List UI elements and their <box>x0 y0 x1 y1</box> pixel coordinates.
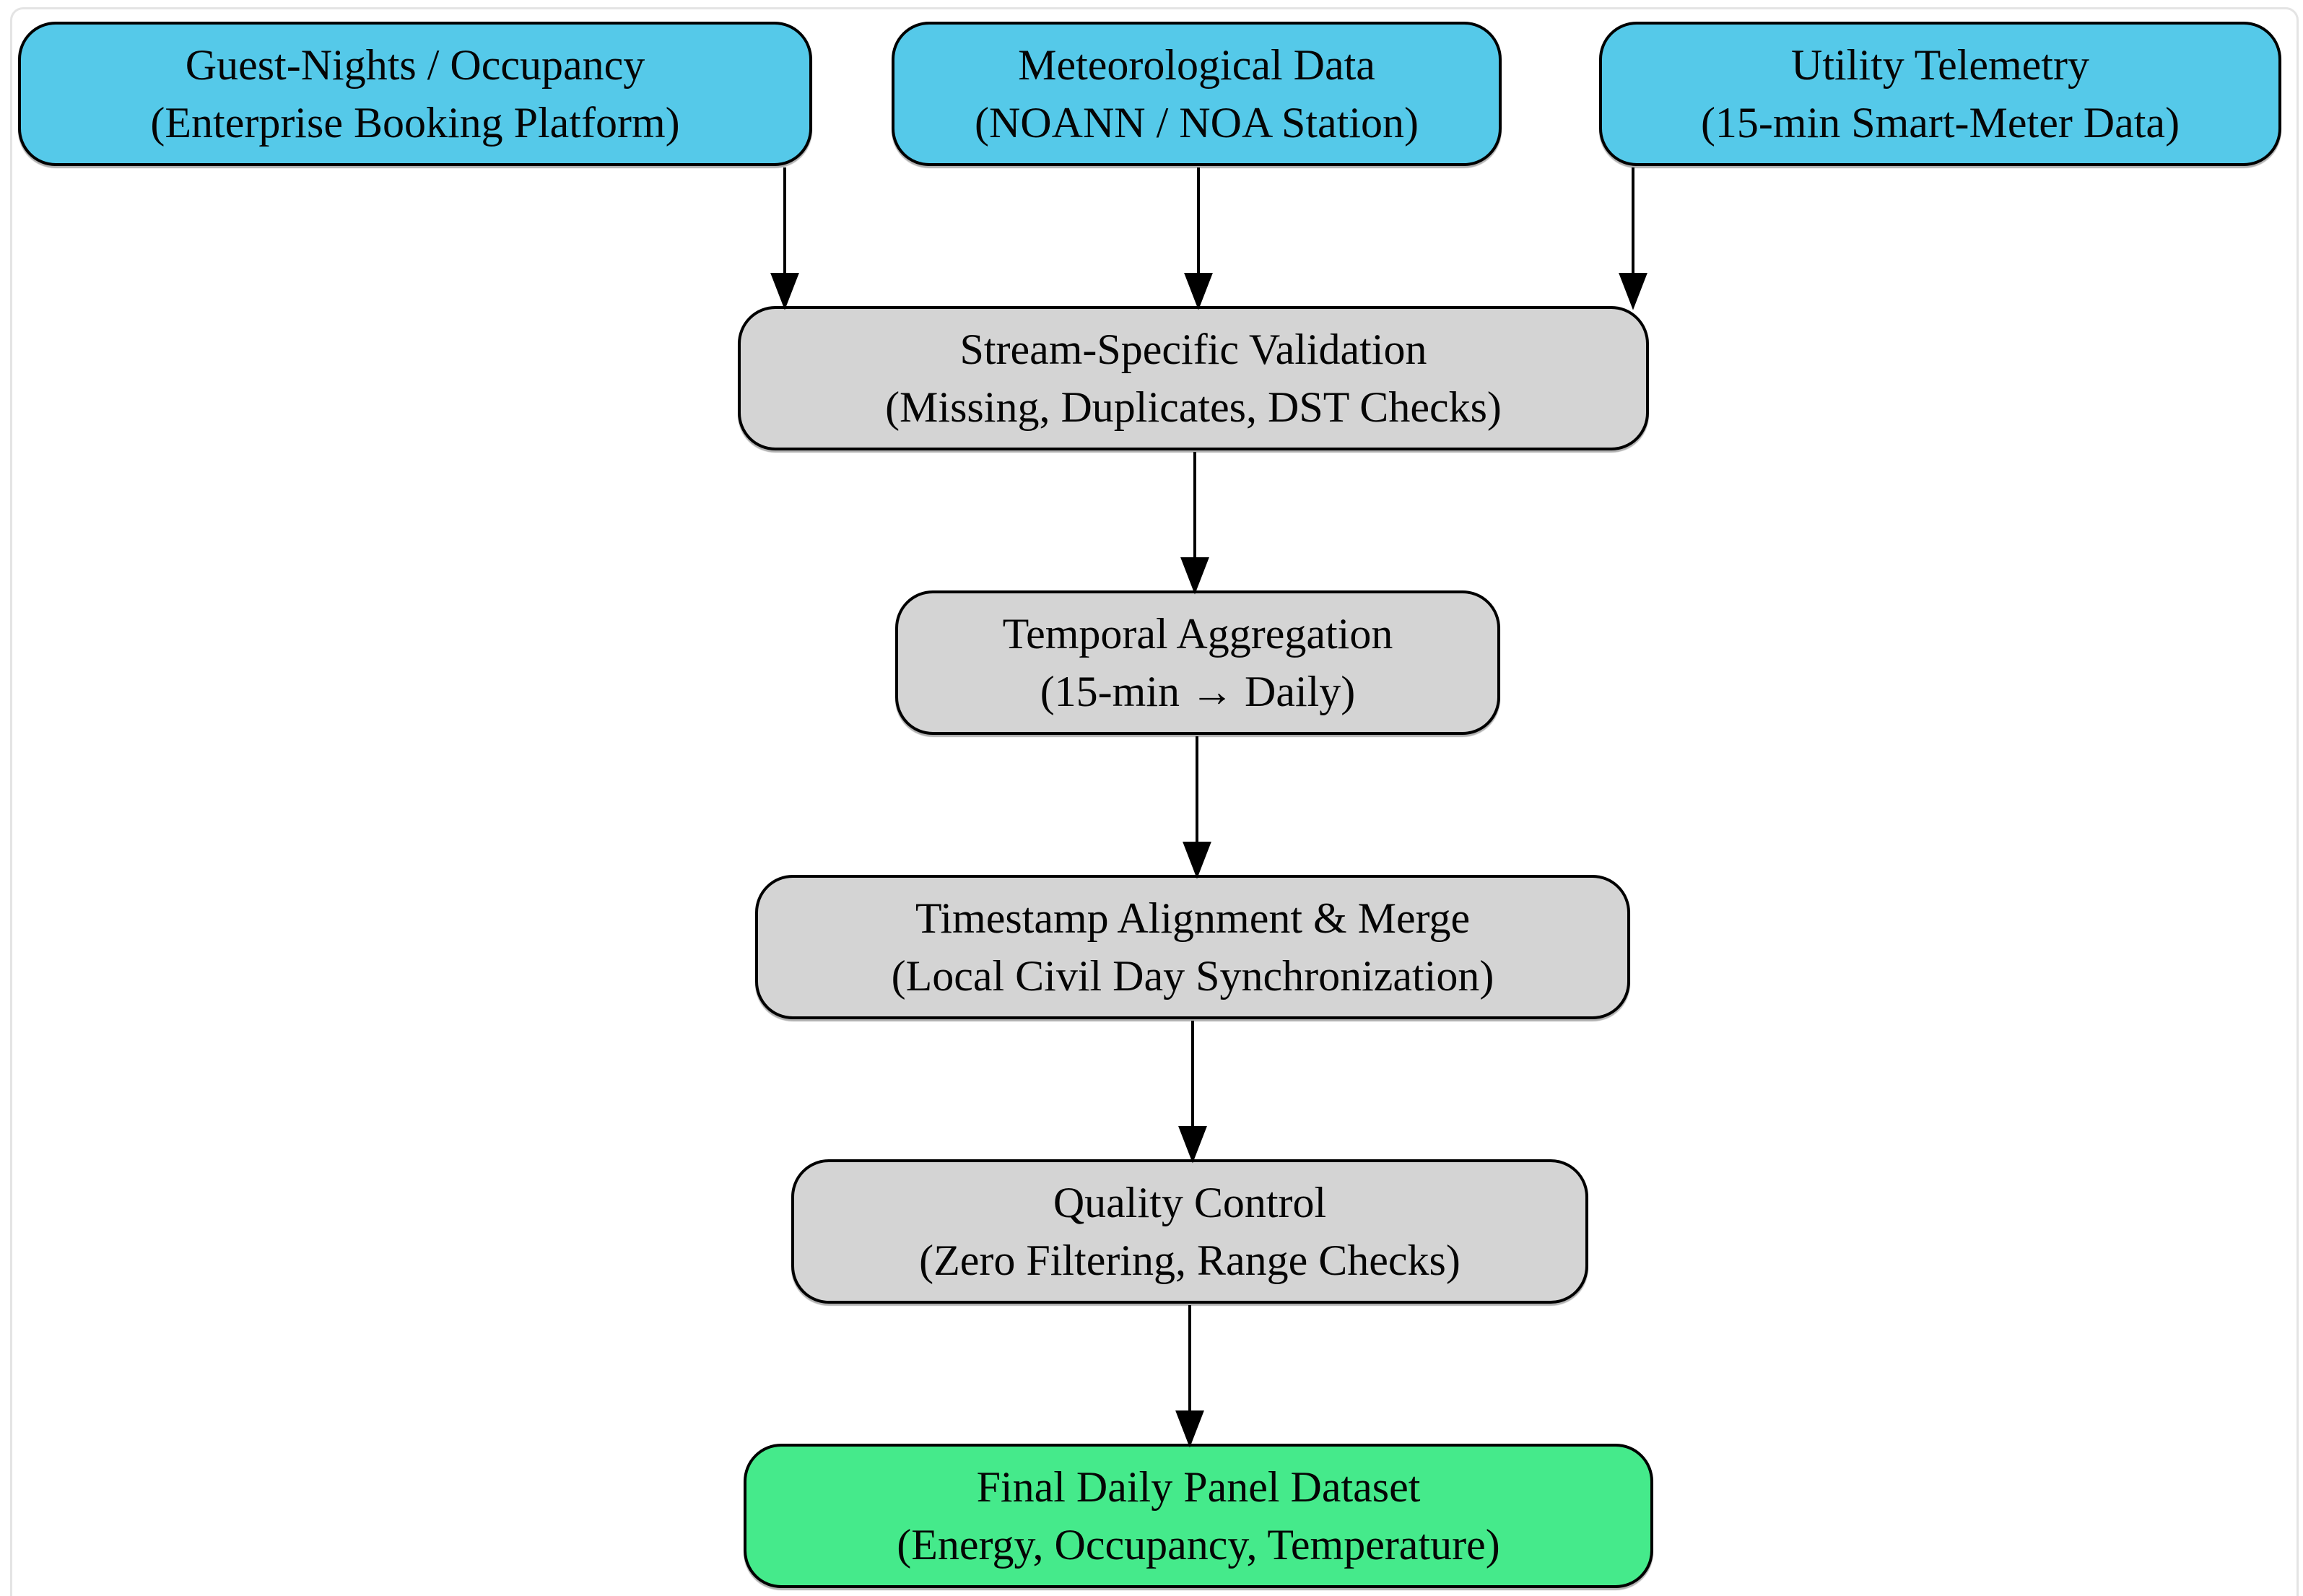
node-stream-validation: Stream-Specific Validation (Missing, Dup… <box>738 306 1649 450</box>
node-quality-control-subtitle: (Zero Filtering, Range Checks) <box>919 1237 1460 1284</box>
node-stream-validation-subtitle: (Missing, Duplicates, DST Checks) <box>885 383 1502 431</box>
arrow-aggregation-to-alignment <box>1183 736 1211 879</box>
node-meteorological-subtitle: (NOANN / NOA Station) <box>975 99 1419 147</box>
node-meteorological: Meteorological Data (NOANN / NOA Station… <box>892 22 1502 166</box>
arrow-alignment-to-quality <box>1178 1021 1207 1164</box>
node-temporal-aggregation-title: Temporal Aggregation <box>1002 610 1393 658</box>
node-timestamp-alignment: Timestamp Alignment & Merge (Local Civil… <box>755 875 1630 1019</box>
node-timestamp-alignment-subtitle: (Local Civil Day Synchronization) <box>891 952 1494 1000</box>
page-frame <box>10 7 2299 1596</box>
arrow-guest-nights-to-validation <box>770 167 799 310</box>
node-stream-validation-title: Stream-Specific Validation <box>959 326 1427 373</box>
node-utility-telemetry: Utility Telemetry (15-min Smart-Meter Da… <box>1599 22 2281 166</box>
node-temporal-aggregation-subtitle: (15-min → Daily) <box>1040 668 1356 715</box>
arrow-utility-to-validation <box>1619 167 1647 310</box>
arrow-quality-to-final <box>1175 1305 1204 1448</box>
node-quality-control-title: Quality Control <box>1053 1179 1327 1226</box>
node-final-dataset-title: Final Daily Panel Dataset <box>976 1463 1421 1511</box>
node-final-dataset-subtitle: (Energy, Occupancy, Temperature) <box>897 1521 1500 1569</box>
node-guest-nights: Guest-Nights / Occupancy (Enterprise Boo… <box>18 22 812 166</box>
arrow-validation-to-aggregation <box>1180 452 1209 595</box>
node-meteorological-title: Meteorological Data <box>1018 41 1375 89</box>
node-utility-telemetry-title: Utility Telemetry <box>1791 41 2089 89</box>
node-temporal-aggregation: Temporal Aggregation (15-min → Daily) <box>895 590 1500 735</box>
node-quality-control: Quality Control (Zero Filtering, Range C… <box>791 1159 1588 1304</box>
arrow-meteorological-to-validation <box>1184 167 1213 310</box>
node-guest-nights-subtitle: (Enterprise Booking Platform) <box>150 99 680 147</box>
node-final-dataset: Final Daily Panel Dataset (Energy, Occup… <box>744 1444 1653 1588</box>
node-utility-telemetry-subtitle: (15-min Smart-Meter Data) <box>1700 99 2180 147</box>
node-timestamp-alignment-title: Timestamp Alignment & Merge <box>915 894 1471 942</box>
node-guest-nights-title: Guest-Nights / Occupancy <box>185 41 645 89</box>
